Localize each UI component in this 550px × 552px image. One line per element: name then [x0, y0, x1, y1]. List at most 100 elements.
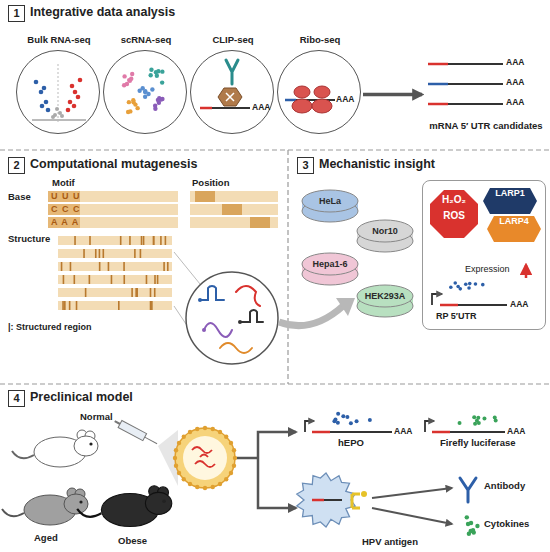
- step-number-text: 3: [302, 160, 308, 171]
- label: Motif: [52, 178, 75, 189]
- label: hEPO: [338, 438, 364, 449]
- structure-bar: [58, 275, 172, 284]
- clip-illustration: [200, 60, 250, 108]
- structure-stripe: [154, 275, 156, 284]
- cytokines: [465, 515, 480, 536]
- motif-bar: [48, 204, 80, 215]
- data-circle: scRNA-seq: [103, 50, 187, 134]
- panel-text: Mechanistic insight: [319, 157, 435, 171]
- structure-stripe: [167, 262, 169, 271]
- motif-bar: [48, 191, 80, 202]
- label: Hepa1-6: [312, 259, 347, 269]
- structure-bar: [58, 249, 172, 258]
- label: HEK293A: [365, 291, 406, 301]
- panel-text: Preclinical model: [30, 390, 133, 404]
- protein-dot: [453, 281, 457, 285]
- cell-dot: [127, 100, 131, 104]
- structure-stripe: [74, 236, 76, 245]
- lipid: [203, 486, 207, 490]
- cell-dot: [160, 80, 164, 84]
- rna-structure-circle: [186, 272, 278, 364]
- protein-dot: [493, 416, 497, 420]
- structure-stripe: [134, 249, 136, 258]
- label: Cytokines: [484, 519, 529, 530]
- lipid: [218, 430, 222, 434]
- structure-stripe: [63, 275, 65, 284]
- label: HPV antigen: [362, 537, 418, 548]
- protein-dot: [341, 414, 345, 418]
- mechanism-box-text: RP 5′UTR: [436, 311, 477, 321]
- label: C C C: [51, 203, 81, 216]
- cytokine-dot: [475, 524, 479, 528]
- panel-text: Integrative data analysis: [30, 5, 175, 19]
- lipid: [195, 427, 199, 431]
- lipid: [211, 485, 215, 489]
- lipid: [203, 426, 207, 430]
- structure-stripe: [143, 236, 145, 245]
- structure-stripe: [61, 262, 63, 271]
- protein-dot: [482, 416, 486, 420]
- cell-dot: [131, 98, 135, 102]
- structure-stripe: [163, 262, 165, 271]
- structure-stripe: [69, 301, 71, 310]
- structure-stripe: [99, 249, 101, 258]
- mechanism-shapes: [430, 188, 541, 305]
- position-bar: [190, 217, 278, 228]
- protein-dot: [333, 418, 337, 422]
- cell-dot: [156, 69, 160, 73]
- label: AAA: [507, 427, 525, 437]
- step-number: 2: [8, 157, 25, 174]
- mechanism-box-text: LARP4: [487, 216, 541, 226]
- panel-text: Computational mutagenesis: [30, 157, 197, 171]
- lipid: [174, 448, 178, 452]
- structure-stripe: [151, 301, 153, 310]
- cell-dot: [150, 87, 154, 91]
- lipid: [211, 427, 215, 431]
- lipid: [177, 441, 181, 445]
- position-bar: [222, 204, 242, 215]
- data-circle: CLIP-seqAAA: [190, 50, 274, 134]
- step-number: 1: [8, 5, 25, 22]
- candidate-mrna: [428, 64, 503, 104]
- structure-bar: [58, 236, 172, 245]
- lipid: [224, 477, 228, 481]
- panel: Preclinical model 4: [0, 385, 550, 552]
- motif-bar: [48, 217, 178, 228]
- panel: Integrative data analysis 1Bulk RNA-seqsc…: [0, 0, 550, 150]
- label: |: Structured region: [8, 322, 92, 332]
- lipid: [188, 482, 192, 486]
- output-group-text: AAA: [506, 58, 524, 68]
- cell-dot: [155, 74, 159, 78]
- cell-dot: [130, 72, 134, 76]
- structure-stripe: [95, 249, 97, 258]
- protein-dot: [481, 283, 485, 287]
- mechanism-box-text: ROS: [430, 210, 478, 222]
- label: AAA: [394, 427, 412, 437]
- protein-dot: [458, 421, 462, 425]
- cell-dot: [135, 106, 139, 110]
- lipid-nanoparticle: [173, 426, 237, 490]
- cytokine-dot: [471, 528, 475, 532]
- label: Position: [192, 178, 229, 189]
- structure-stripe: [74, 275, 76, 284]
- panel-separator: [0, 150, 550, 384]
- mechanism-box-text: AAA: [510, 300, 528, 310]
- label: Firefly luciferase: [440, 438, 516, 449]
- step-number: 4: [8, 390, 25, 407]
- structure-stripe: [111, 275, 113, 284]
- label: Base: [8, 192, 31, 203]
- lipid: [177, 471, 181, 475]
- lipid: [224, 435, 228, 439]
- cluster-plot: [122, 68, 165, 115]
- protein-dot: [464, 283, 468, 287]
- mechanism-box-text: LARP1: [483, 188, 537, 198]
- position-bar: [190, 204, 278, 215]
- data-circle: Bulk RNA-seq: [16, 50, 100, 134]
- protein-dot: [468, 282, 472, 286]
- label: Antibody: [484, 481, 525, 492]
- antibody: [460, 478, 476, 502]
- lipid: [232, 464, 236, 468]
- step-number-text: 4: [13, 393, 19, 404]
- lipid: [182, 435, 186, 439]
